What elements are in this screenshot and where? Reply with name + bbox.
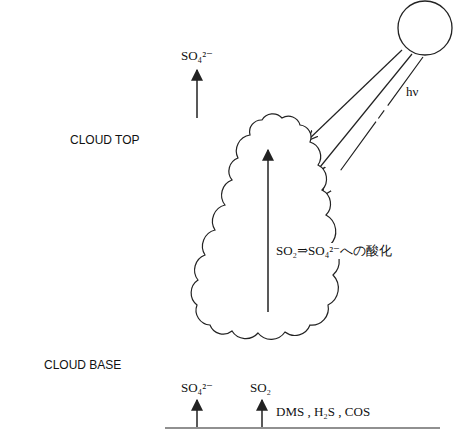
ground-line	[165, 427, 440, 428]
process-label: SO₂⇒SO₄²⁻への酸化	[274, 243, 394, 259]
radiation-label: hν	[406, 84, 418, 100]
sun	[398, 1, 452, 55]
sunlight-ray	[316, 54, 412, 172]
outflow-arrow	[196, 70, 198, 118]
updraft-arrow	[267, 150, 269, 312]
emission-arrow	[196, 400, 198, 427]
region-label: CLOUD BASE	[44, 358, 121, 372]
cloud-outline	[191, 114, 339, 339]
emission-label: DMS , H₂S , COS	[276, 404, 370, 420]
emission-arrow	[261, 400, 263, 427]
region-label: CLOUD TOP	[70, 133, 140, 147]
sulfate-label: SO₄²⁻	[181, 48, 213, 64]
sunlight-ray	[308, 50, 402, 140]
sunlight-ray	[322, 57, 423, 196]
sulfur-dioxide-label: SO₂	[250, 380, 271, 396]
sulfate-label: SO₄²⁻	[181, 380, 213, 396]
